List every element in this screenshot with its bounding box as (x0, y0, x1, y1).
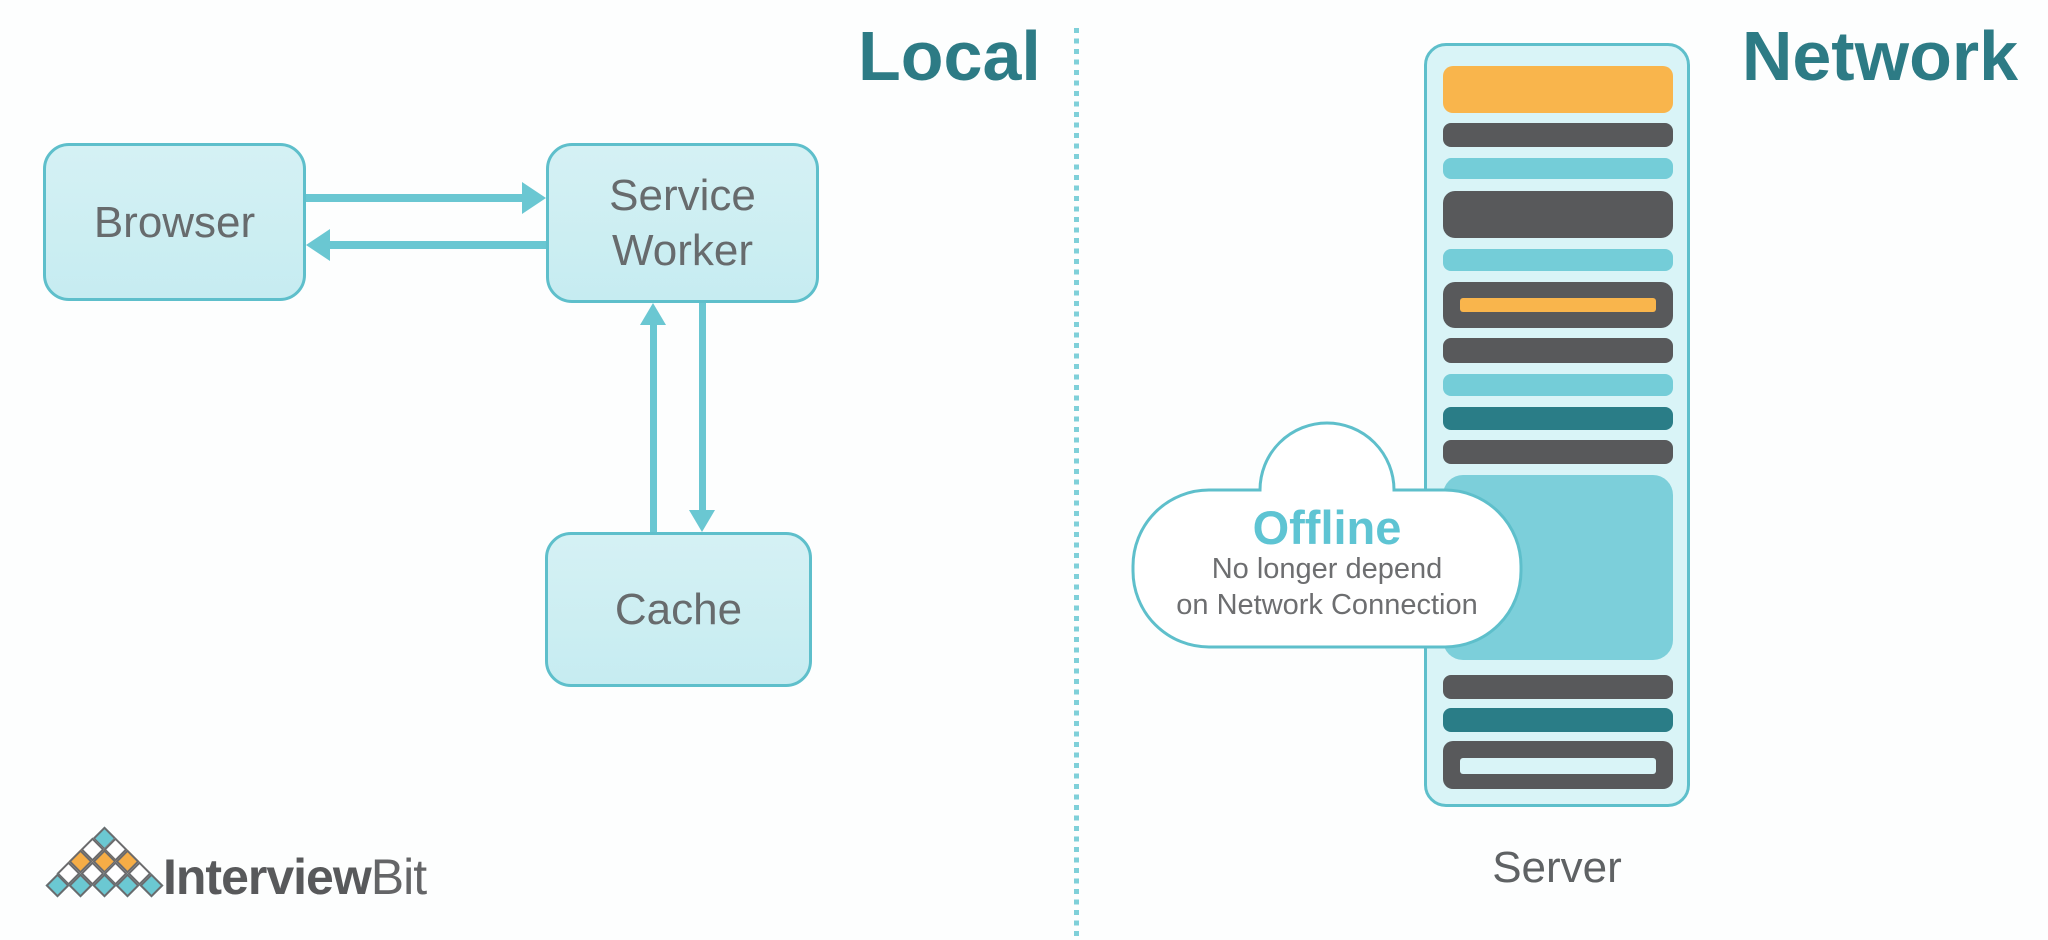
interviewbit-logo-text: InterviewBit (163, 848, 427, 906)
cache-node-label: Cache (614, 585, 743, 634)
arrow-browser-to-service-worker-line (306, 194, 524, 202)
interviewbit-pyramid-icon (44, 825, 164, 898)
rack-bar-darkteal (1443, 708, 1673, 732)
arrow-browser-to-service-worker-head-icon (522, 182, 546, 214)
rack-bar-gray (1443, 191, 1673, 238)
browser-node: Browser (43, 143, 306, 301)
local-section-heading: Local (858, 17, 1041, 95)
rack-bar-gray (1443, 282, 1673, 328)
arrow-service-worker-to-cache-line (699, 303, 706, 511)
interviewbit-logo: InterviewBit (44, 824, 465, 906)
server-label: Server (1492, 843, 1622, 892)
offline-title: Offline (1252, 501, 1402, 554)
rack-bar-cyan (1443, 158, 1673, 179)
arrow-service-worker-to-cache-head-icon (689, 510, 715, 532)
offline-cloud-icon (1131, 421, 1523, 649)
offline-subtitle-line2: on Network Connection (1176, 589, 1478, 621)
rack-bar-gray (1443, 675, 1673, 699)
arrow-cache-to-service-worker-line (650, 324, 657, 532)
arrow-service-worker-to-browser-head-icon (306, 229, 330, 261)
arrow-service-worker-to-browser-line (330, 241, 546, 249)
cache-node: Cache (545, 532, 812, 687)
rack-bar-gray (1443, 123, 1673, 147)
network-section-heading: Network (1741, 17, 2018, 95)
service-worker-node-label: Service Worker (609, 171, 756, 275)
server-rack-illustration (1424, 43, 1690, 807)
rack-bar-cyan (1443, 249, 1673, 271)
logo-text-light: Bit (370, 849, 427, 905)
rack-bar-gray (1443, 741, 1673, 789)
browser-node-label: Browser (93, 197, 256, 247)
rack-bar-window (1460, 758, 1656, 774)
rack-bar-cyan (1443, 374, 1673, 396)
rack-bar-orange-stripe (1460, 298, 1656, 312)
rack-bar-orange (1443, 66, 1673, 113)
logo-text-bold: Interview (163, 849, 372, 905)
rack-bar-gray (1443, 440, 1673, 464)
service-worker-node: Service Worker (546, 143, 819, 303)
rack-bar-darkteal (1443, 407, 1673, 430)
rack-bar-gray (1443, 338, 1673, 363)
arrow-cache-to-service-worker-head-icon (640, 303, 666, 325)
local-network-divider-dotted-line (1074, 28, 1079, 936)
offline-subtitle-line1: No longer depend (1211, 553, 1443, 585)
